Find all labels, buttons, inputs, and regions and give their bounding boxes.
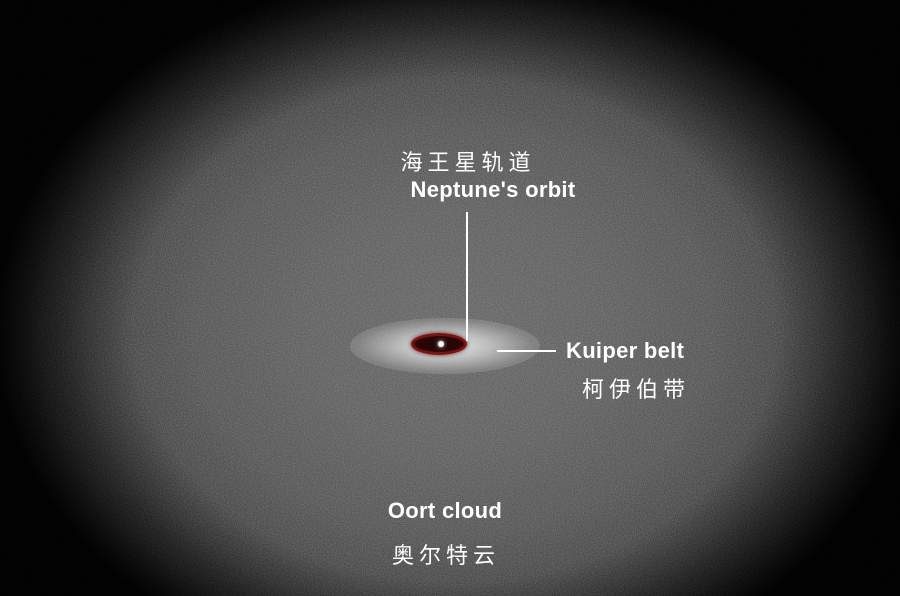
neptune-orbit-label-zh: 海王星轨道 — [400, 150, 536, 175]
oort-cloud-label-en: Oort cloud — [387, 498, 503, 523]
kuiper-belt-label-zh: 柯伊伯带 — [582, 377, 691, 402]
neptune-orbit-label-en: Neptune's orbit — [410, 177, 576, 202]
oort-cloud-label-zh: 奥尔特云 — [391, 543, 500, 568]
sun-dot — [438, 341, 444, 347]
kuiper-belt-label-en: Kuiper belt — [566, 338, 685, 363]
